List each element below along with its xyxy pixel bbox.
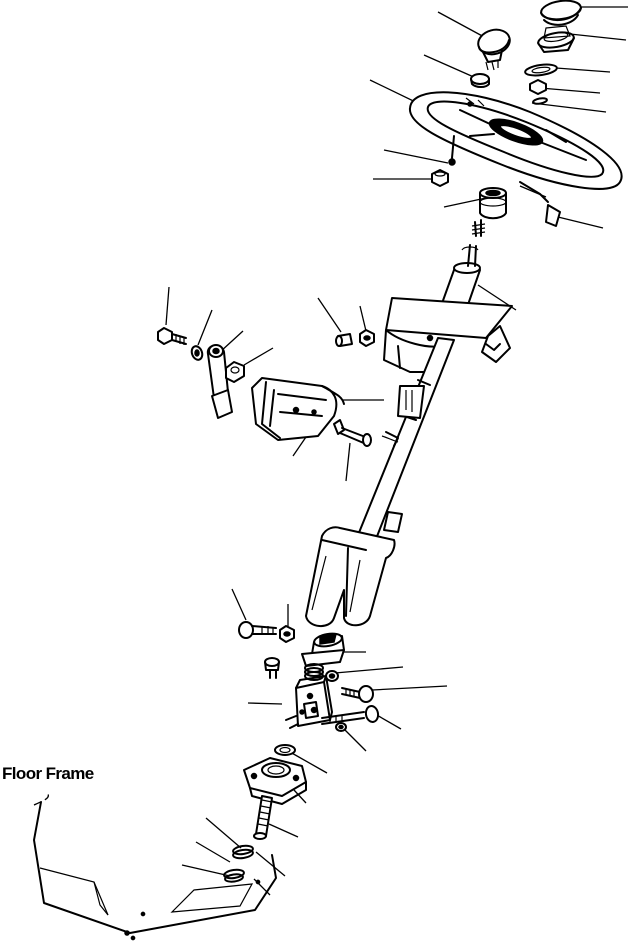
lower-stub-shaft bbox=[253, 795, 273, 840]
yoke-retainer-ring bbox=[325, 670, 339, 682]
tilt-lever-arm bbox=[206, 344, 233, 419]
spinner-knob bbox=[470, 28, 511, 88]
column-cover bbox=[305, 526, 396, 627]
tilt-bracket bbox=[251, 377, 384, 441]
tilt-pivot-bolt bbox=[333, 419, 399, 447]
tilt-lever-nut bbox=[225, 361, 245, 383]
steering-wheel bbox=[408, 91, 623, 227]
floor-frame-label: Floor Frame bbox=[2, 764, 94, 783]
lower-yoke-bolt bbox=[321, 705, 380, 725]
upper-yoke bbox=[301, 632, 345, 667]
yoke-clamp-nut bbox=[279, 625, 295, 643]
base-flange bbox=[243, 757, 307, 805]
horn-button-set bbox=[524, 0, 582, 105]
mount-nut bbox=[359, 329, 375, 347]
floor-frame bbox=[33, 801, 277, 941]
mount-bolt-head bbox=[335, 333, 353, 347]
lower-washer-upper bbox=[232, 844, 254, 860]
wheel-nut bbox=[431, 169, 449, 187]
joint-clamp-bolt bbox=[341, 685, 374, 703]
plug-bolt bbox=[264, 657, 280, 679]
dash-mount-plate bbox=[383, 297, 513, 373]
column-top-collar bbox=[471, 187, 507, 237]
yoke-clamp-bolt bbox=[238, 621, 277, 639]
lower-snap-ring bbox=[223, 868, 245, 883]
tilt-lever-washer bbox=[190, 345, 204, 361]
tilt-lever-bolt bbox=[157, 327, 187, 345]
shaft-seal bbox=[274, 744, 296, 756]
universal-joint bbox=[285, 675, 333, 729]
lower-yoke-nut bbox=[335, 722, 347, 732]
